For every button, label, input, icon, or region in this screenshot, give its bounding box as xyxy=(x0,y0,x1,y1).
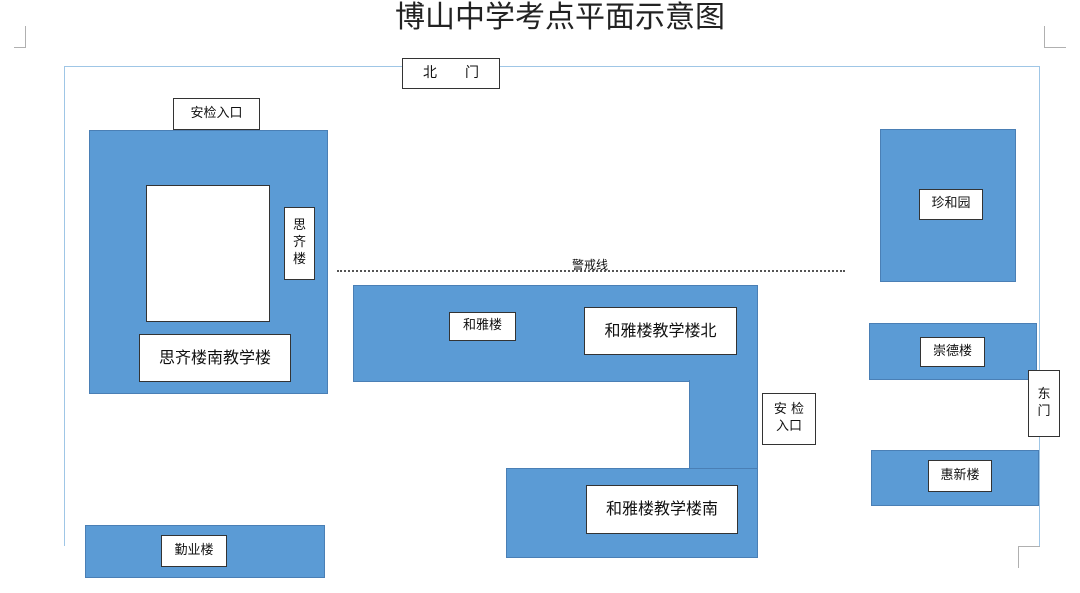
chongde-lou-label: 崇德楼 xyxy=(920,337,985,367)
security-entrance-top-left: 安检入口 xyxy=(173,98,260,130)
huixin-lou-label: 惠新楼 xyxy=(928,460,992,492)
heya-north-label: 和雅楼教学楼北 xyxy=(584,307,737,355)
security-entrance-middle-text: 安 检 入口 xyxy=(773,402,805,434)
corner-mark-top-left xyxy=(14,26,26,48)
corner-mark-bottom-right xyxy=(1018,546,1040,568)
north-gate-label: 北 门 xyxy=(402,58,500,89)
corner-mark-top-right xyxy=(1044,26,1066,48)
siqi-lou-label: 思 齐 楼 xyxy=(284,207,315,280)
page-title: 博山中学考点平面示意图 xyxy=(395,0,725,35)
cordon-line-label: 警戒线 xyxy=(571,258,608,272)
siqi-lou-text: 思 齐 楼 xyxy=(292,218,306,267)
cordon-line xyxy=(337,270,845,272)
security-entrance-middle: 安 检 入口 xyxy=(762,393,816,445)
heya-south-label: 和雅楼教学楼南 xyxy=(586,485,738,534)
siqi-south-label: 思齐楼南教学楼 xyxy=(139,334,291,382)
campus-boundary xyxy=(64,66,1040,546)
heya-lou-label: 和雅楼 xyxy=(449,312,516,341)
zhenhe-yuan-label: 珍和园 xyxy=(919,189,983,220)
siqi-courtyard xyxy=(146,185,270,322)
qinye-lou-label: 勤业楼 xyxy=(161,535,227,567)
east-gate-label: 东 门 xyxy=(1028,370,1060,437)
east-gate-text: 东 门 xyxy=(1037,386,1051,419)
